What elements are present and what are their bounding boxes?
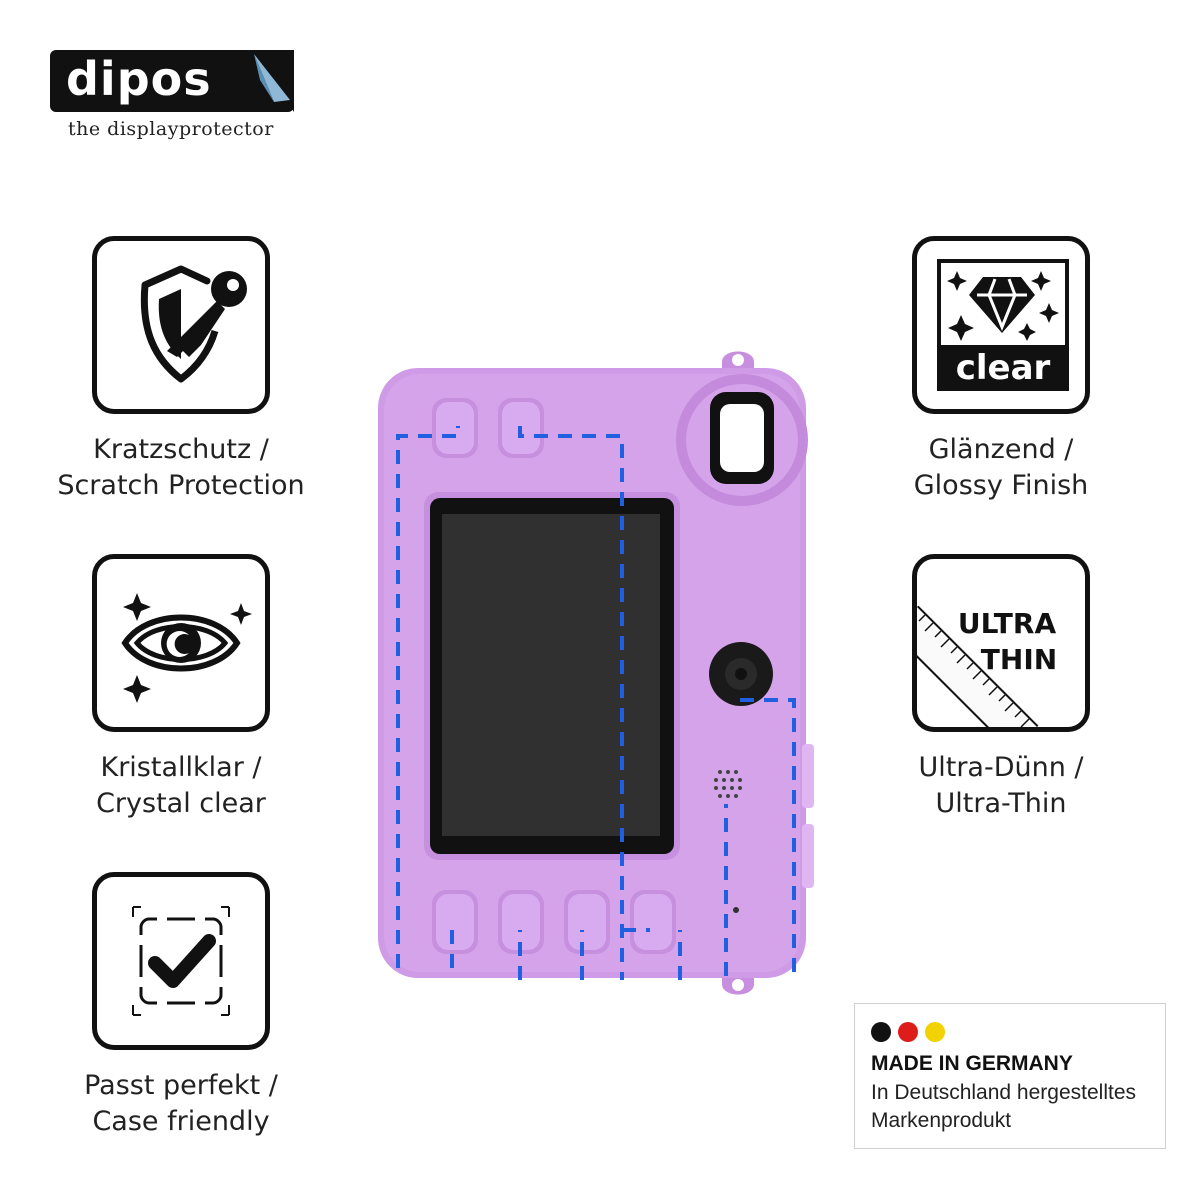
label-english: Crystal clear [96,788,266,819]
peel-corner-icon [250,50,294,112]
brand-tagline: the displayprotector [68,118,274,140]
feature-tile [92,236,270,414]
feature-label: Kristallklar / Crystal clear [31,750,331,822]
feature-tile [92,554,270,732]
speaker-grille [714,770,742,798]
german-flag-dots [871,1022,947,1046]
feature-glossy-finish: clear Glänzend / Glossy Finish [851,236,1151,504]
logo-text: dipos [66,52,212,106]
label-german: Ultra-Dünn / [918,752,1084,783]
flag-dot-red [898,1022,919,1042]
indicator-dot [733,907,739,913]
feature-tile [92,872,270,1050]
feature-scratch-protection: Kratzschutz / Scratch Protection [31,236,331,504]
label-german: Kratzschutz / [93,434,269,465]
shield-key-icon [140,265,247,383]
diamond-icon: clear [937,259,1069,391]
protector-outline [396,426,796,980]
feature-tile: clear [912,236,1090,414]
made-in-line-3: Markenprodukt [871,1109,1012,1132]
thin-text: THIN [981,643,1057,676]
side-button [802,744,814,808]
eye-sparkle-icon [121,593,252,703]
screen-display [442,514,660,836]
label-english: Ultra-Thin [935,788,1067,819]
label-english: Case friendly [92,1106,270,1137]
bottom-buttons [432,890,676,954]
label-german: Kristallklar / [100,752,262,783]
made-in-germany-badge: MADE IN GERMANY In Deutschland hergestel… [854,1003,1166,1149]
ultra-text: ULTRA [958,607,1057,640]
brand-logo: dipos [50,50,294,112]
made-in-title: MADE IN GERMANY [871,1052,1073,1075]
feature-label: Passt perfekt / Case friendly [31,1068,331,1140]
feature-label: Ultra-Dünn / Ultra-Thin [851,750,1151,822]
flag-dot-gold [925,1022,946,1042]
feature-case-friendly: Passt perfekt / Case friendly [31,872,331,1140]
feature-ultra-thin: ULTRA THIN Ultra-Dünn / Ultra-Thin [851,554,1151,822]
feature-tile: ULTRA THIN [912,554,1090,732]
feature-crystal-clear: Kristallklar / Crystal clear [31,554,331,822]
label-english: Scratch Protection [57,470,305,501]
side-button [802,824,814,888]
kids-camera-product [378,351,814,995]
label-german: Glänzend / [928,434,1074,465]
clear-badge-text: clear [956,348,1051,388]
feature-label: Kratzschutz / Scratch Protection [31,432,331,504]
feature-label: Glänzend / Glossy Finish [851,432,1151,504]
logo-background [50,50,294,112]
label-german: Passt perfekt / [84,1070,278,1101]
label-english: Glossy Finish [913,470,1089,501]
checkmark-frame-icon [132,906,230,1016]
ruler-icon: ULTRA THIN [917,605,1057,727]
flag-dot-black [871,1022,891,1042]
made-in-line-2: In Deutschland hergestelltes [871,1081,1136,1104]
